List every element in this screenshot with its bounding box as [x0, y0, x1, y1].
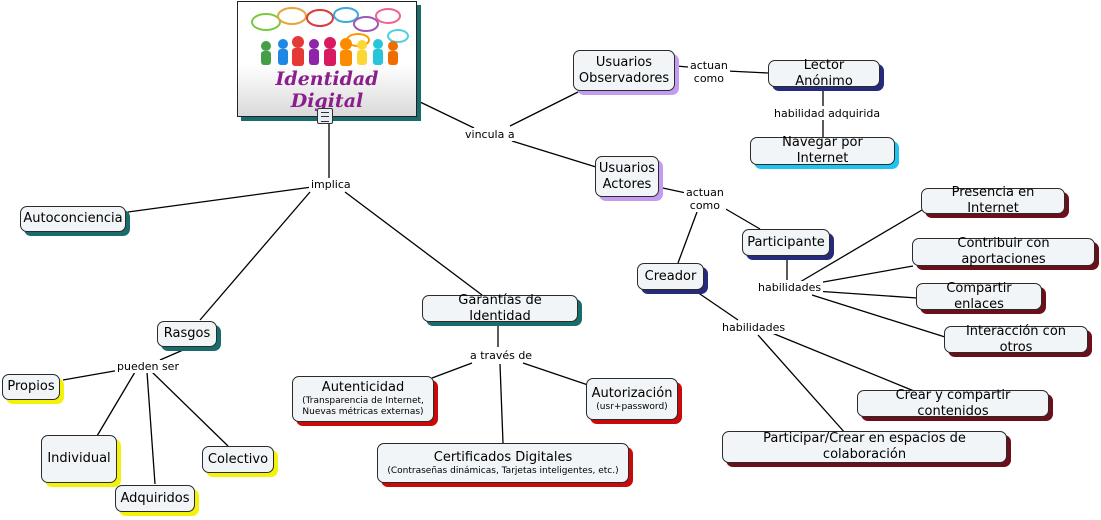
node-lector-anonimo[interactable]: Lector Anónimo — [768, 58, 880, 89]
link-actuan-lector — [726, 70, 769, 74]
link-atraves-certificados — [499, 363, 504, 444]
autenticidad-detail: (Transparencia de Internet, Nuevas métri… — [302, 396, 424, 417]
link-habilidades-crear — [771, 332, 915, 392]
autorizacion-detail: (usr+password) — [596, 401, 668, 412]
label-vincula-a: vincula a — [463, 128, 517, 141]
label-habilidad-adquirida: habilidad adquirida — [772, 107, 883, 120]
node-individual[interactable]: Individual — [41, 435, 117, 483]
node-participante[interactable]: Participante — [742, 229, 830, 256]
identidad-digital-image: Identidad Digital — [237, 1, 417, 117]
node-autenticidad[interactable]: Autenticidad (Transparencia de Internet,… — [292, 376, 434, 422]
node-adquiridos[interactable]: Adquiridos — [115, 485, 195, 512]
link-actuan-creador — [677, 211, 698, 264]
link-creador-habilidades — [696, 291, 739, 321]
node-creador[interactable]: Creador — [637, 263, 704, 290]
node-autorizacion[interactable]: Autorización (usr+password) — [586, 378, 678, 420]
link-habilidades-interaccion — [811, 294, 946, 338]
label-habilidades-2: habilidades — [720, 321, 788, 334]
label-actuan-como-2: actuan como — [684, 186, 726, 212]
link-image-vincula — [417, 100, 475, 129]
label-pueden-ser: pueden ser — [115, 360, 181, 373]
autenticidad-title: Autenticidad — [321, 380, 405, 395]
node-certificados[interactable]: Certificados Digitales (Contraseñas diná… — [377, 443, 629, 483]
node-usuarios-observadores[interactable]: Usuarios Observadores — [573, 50, 675, 91]
certificados-detail: (Contraseñas dinámicas, Tarjetas intelig… — [387, 465, 619, 476]
node-colectivo[interactable]: Colectivo — [202, 446, 274, 473]
node-propios[interactable]: Propios — [2, 374, 60, 400]
node-usuarios-actores[interactable]: Usuarios Actores — [595, 156, 659, 197]
link-puedenser-individual — [96, 371, 136, 437]
node-autoconciencia[interactable]: Autoconciencia — [20, 206, 126, 232]
link-puedenser-adquiridos — [146, 371, 156, 485]
link-implica-rasgos — [199, 191, 311, 321]
link-habilidades-compartir — [814, 290, 918, 299]
label-actuan-como-1: actuan como — [688, 59, 730, 85]
link-actores-actuan — [657, 186, 687, 194]
link-implica-garantias — [344, 191, 483, 296]
link-puedenser-colectivo — [151, 371, 229, 447]
node-garantias[interactable]: Garantías de Identidad — [422, 293, 578, 324]
label-implica: implica — [309, 178, 353, 191]
certificados-title: Certificados Digitales — [433, 449, 573, 465]
node-compartir-enlaces[interactable]: Compartir enlaces — [916, 281, 1042, 312]
link-atraves-autorizacion — [522, 362, 589, 386]
node-rasgos[interactable]: Rasgos — [157, 321, 217, 347]
link-atraves-autenticidad — [431, 362, 473, 379]
node-participar-crear[interactable]: Participar/Crear en espacios de colabora… — [722, 431, 1007, 463]
link-habilidades-contribuir — [811, 265, 914, 285]
link-rasgos-puedenser — [159, 346, 191, 361]
document-icon[interactable] — [317, 108, 333, 124]
link-puedenser-propios — [62, 369, 121, 381]
link-habilidades-participar — [757, 334, 847, 435]
link-vincula-actores — [511, 140, 597, 168]
link-implica-autoconciencia — [127, 186, 313, 213]
label-a-traves-de: a través de — [468, 349, 535, 362]
link-actuan-participante — [723, 207, 761, 230]
node-crear-compartir[interactable]: Crear y compartir contenidos — [857, 388, 1049, 419]
link-vincula-observadores — [509, 91, 579, 127]
logo-caption: Identidad Digital — [275, 68, 379, 112]
node-presencia[interactable]: Presencia en Internet — [921, 185, 1065, 216]
label-habilidades-1: habilidades — [756, 281, 824, 294]
link-habilidades-presencia — [799, 209, 923, 283]
autorizacion-title: Autorización — [591, 385, 673, 401]
node-navegar[interactable]: Navegar por Internet — [750, 135, 895, 166]
link-observadores-actuan — [675, 65, 689, 68]
node-contribuir[interactable]: Contribuir con aportaciones — [912, 236, 1095, 267]
node-interaccion[interactable]: Interacción con otros — [944, 324, 1088, 355]
people-speech-bubbles-icon — [251, 7, 409, 66]
